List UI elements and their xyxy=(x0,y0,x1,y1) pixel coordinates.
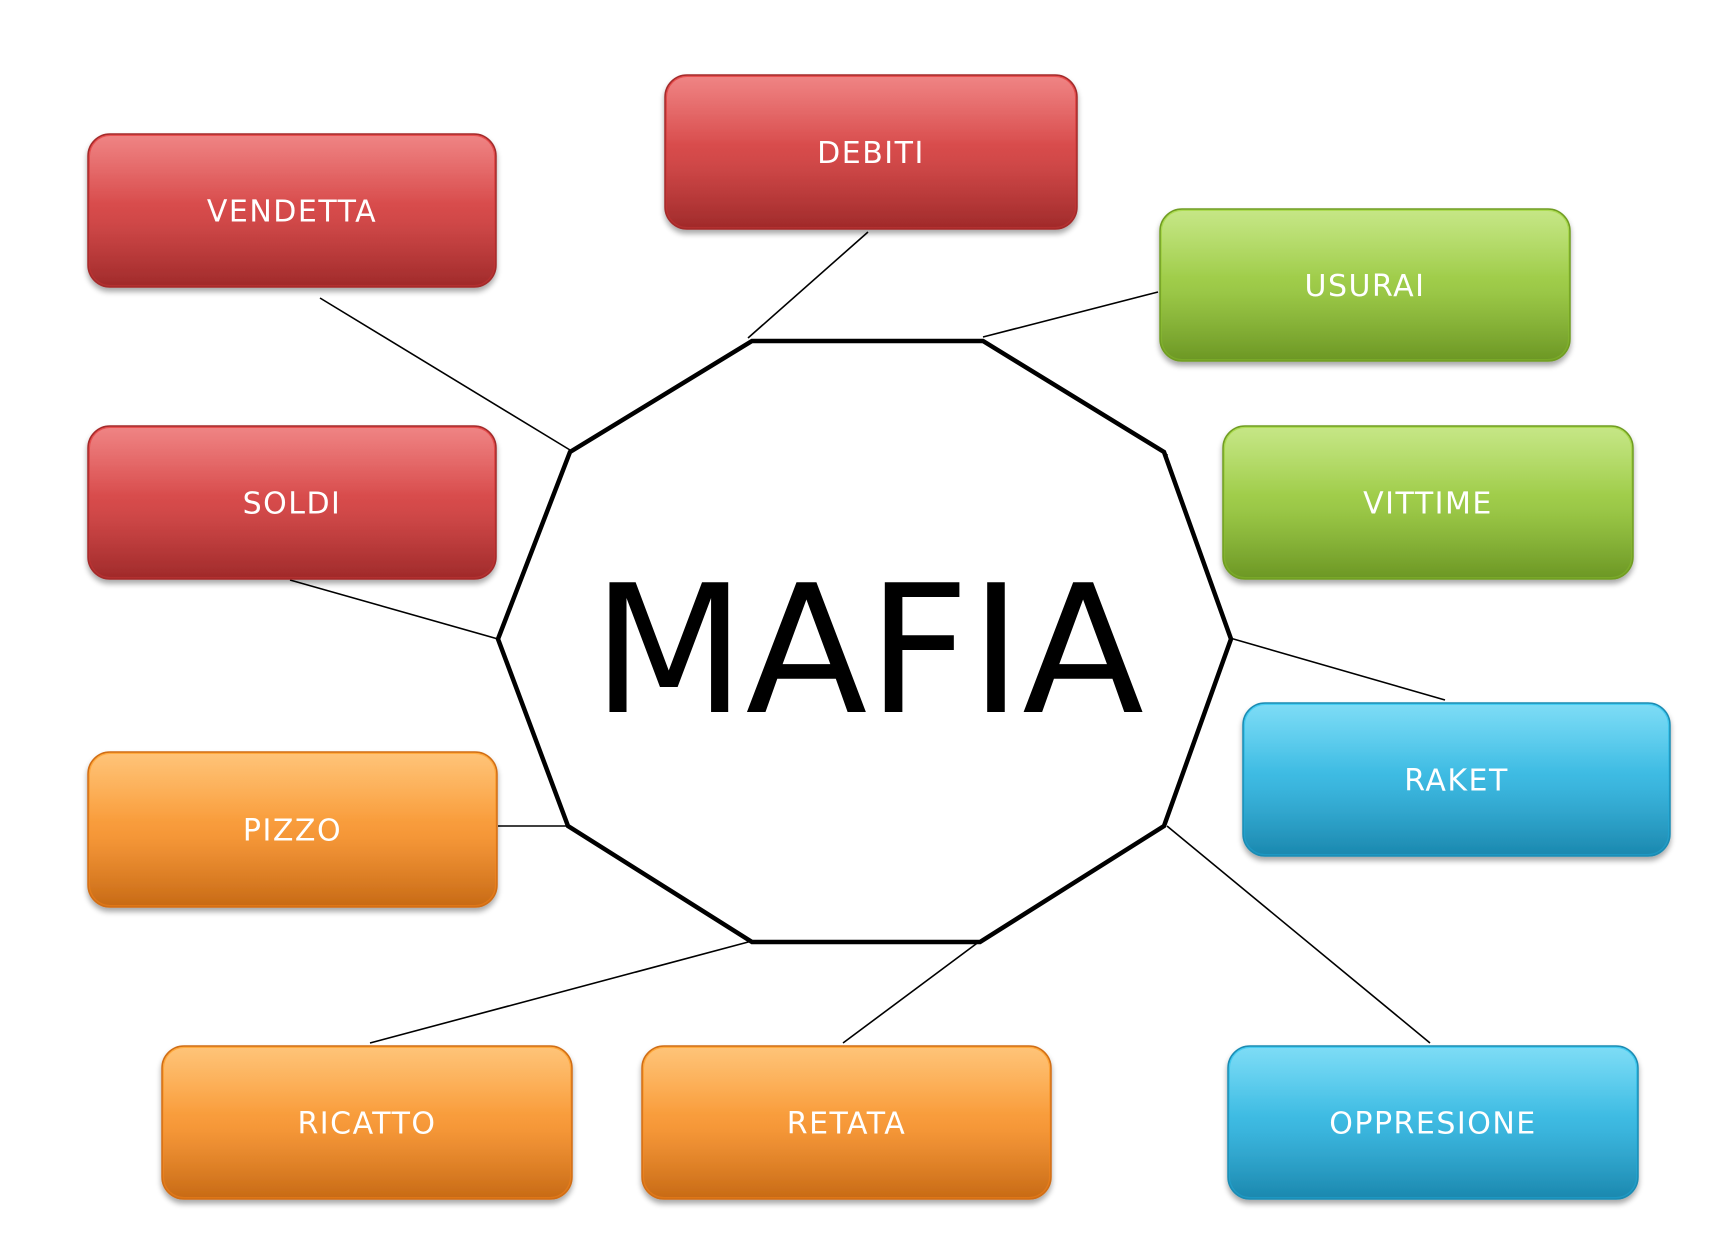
node-gloss-retata xyxy=(644,1048,1049,1197)
node-gloss-debiti xyxy=(667,77,1075,227)
node-pizzo: PIZZO xyxy=(87,751,498,908)
connector-lines xyxy=(289,231,1446,1044)
node-gloss-ricatto xyxy=(164,1048,570,1197)
node-gloss-oppresione xyxy=(1230,1048,1636,1197)
node-oppresione: OPPRESIONE xyxy=(1227,1045,1639,1200)
connector-raket xyxy=(1229,637,1446,701)
node-soldi: SOLDI xyxy=(87,425,497,580)
node-debiti: DEBITI xyxy=(664,74,1078,230)
node-label-debiti: DEBITI xyxy=(817,136,925,171)
node-usurai: USURAI xyxy=(1159,208,1571,362)
connector-oppresione xyxy=(1166,825,1431,1044)
node-label-raket: RAKET xyxy=(1404,764,1509,799)
node-retata: RETATA xyxy=(641,1045,1052,1200)
connector-usurai xyxy=(982,291,1159,338)
node-gloss-vittime xyxy=(1225,428,1631,577)
node-gloss-soldi xyxy=(90,428,494,577)
node-gloss-usurai xyxy=(1162,211,1568,359)
node-vittime: VITTIME xyxy=(1222,425,1634,580)
node-gloss-pizzo xyxy=(90,754,495,905)
connector-ricatto xyxy=(369,940,753,1044)
node-label-vendetta: VENDETTA xyxy=(207,195,377,230)
center-title: MAFIA xyxy=(592,547,1144,754)
center-decagon xyxy=(495,338,1234,945)
connector-retata xyxy=(842,940,981,1044)
node-gloss-vendetta xyxy=(90,136,494,285)
node-label-usurai: USURAI xyxy=(1305,269,1426,304)
connector-soldi xyxy=(289,579,499,640)
connector-debiti xyxy=(747,231,869,339)
node-label-ricatto: RICATTO xyxy=(297,1107,436,1142)
node-vendetta: VENDETTA xyxy=(87,133,497,288)
node-label-soldi: SOLDI xyxy=(243,487,342,522)
node-label-oppresione: OPPRESIONE xyxy=(1329,1107,1537,1142)
concept-nodes: VENDETTA DEBITI USURAI SOLDI VITTIME RAKET PIZ… xyxy=(87,74,1671,1200)
node-gloss-raket xyxy=(1245,705,1668,854)
node-label-retata: RETATA xyxy=(787,1107,907,1142)
connector-vendetta xyxy=(319,297,571,451)
node-raket: RAKET xyxy=(1242,702,1671,857)
node-label-vittime: VITTIME xyxy=(1363,487,1493,522)
node-ricatto: RICATTO xyxy=(161,1045,573,1200)
center-shape: MAFIA xyxy=(495,338,1234,945)
node-label-pizzo: PIZZO xyxy=(243,814,342,849)
